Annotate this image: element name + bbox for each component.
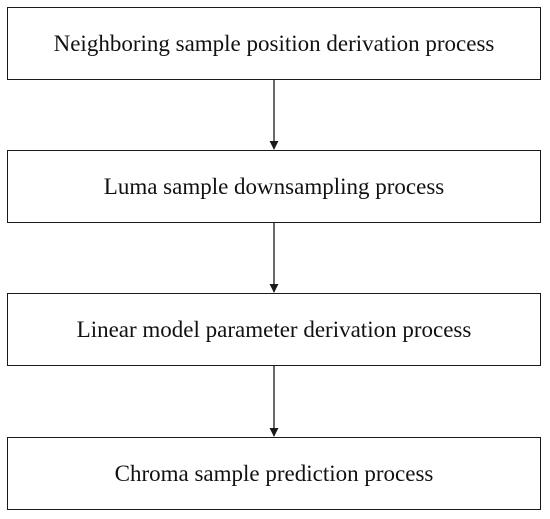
step-linear-model-parameter: Linear model parameter derivation proces… bbox=[7, 293, 541, 366]
step-4-label: Chroma sample prediction process bbox=[114, 460, 434, 486]
step-3-label: Linear model parameter derivation proces… bbox=[76, 316, 472, 342]
step-1-label: Neighboring sample position derivation p… bbox=[53, 30, 495, 56]
step-neighboring-sample-position: Neighboring sample position derivation p… bbox=[7, 7, 541, 80]
step-2-label: Luma sample downsampling process bbox=[103, 173, 445, 199]
step-luma-downsampling: Luma sample downsampling process bbox=[7, 150, 541, 223]
step-chroma-prediction: Chroma sample prediction process bbox=[7, 437, 541, 510]
